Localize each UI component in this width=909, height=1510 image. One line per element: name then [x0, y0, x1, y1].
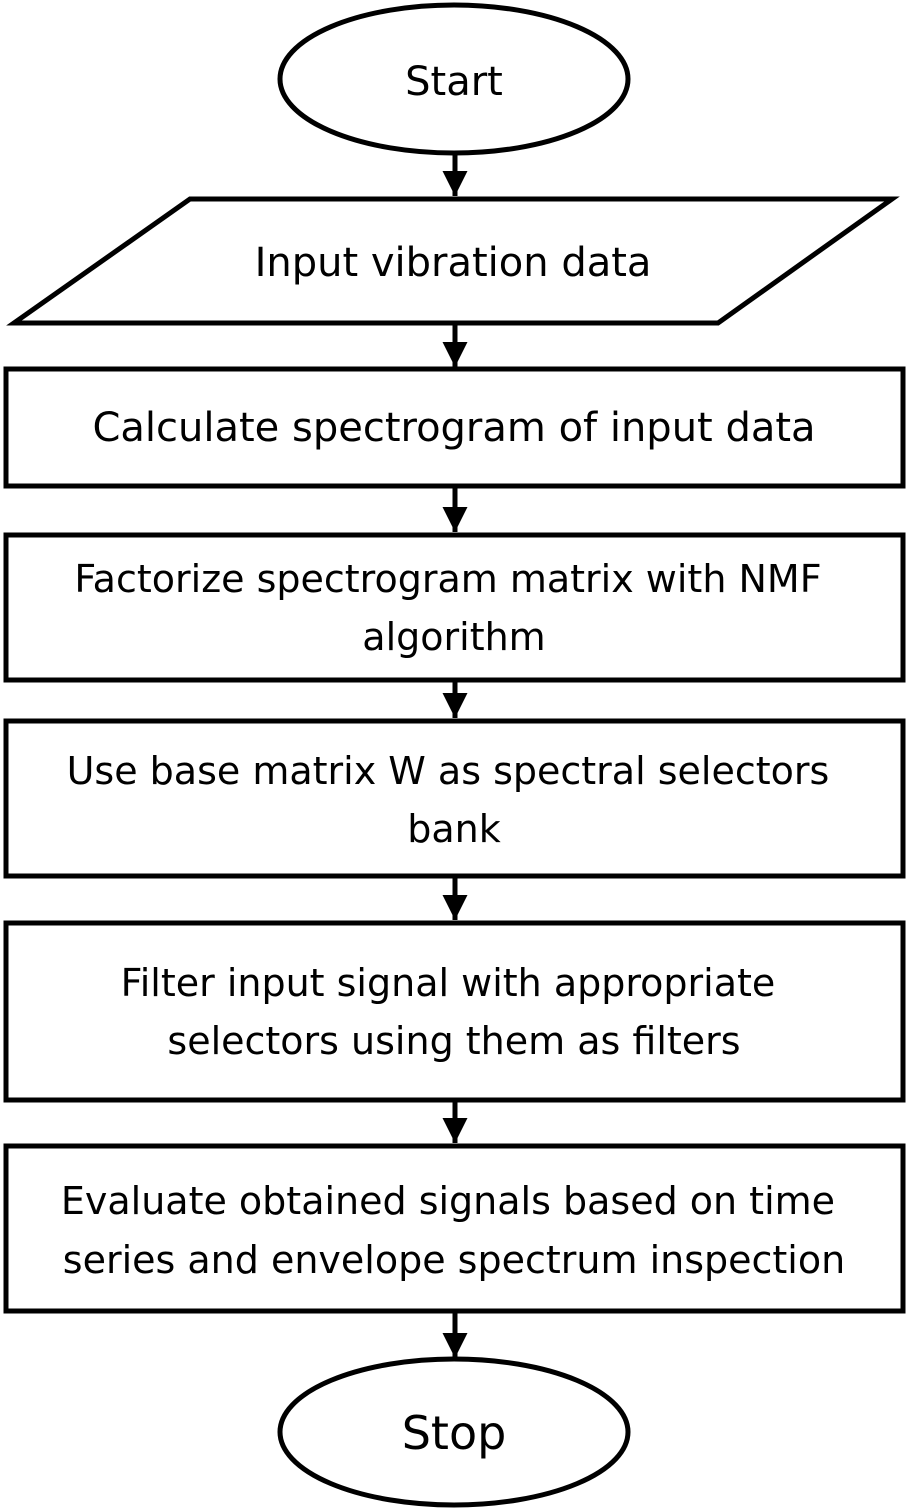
spectrogram-box [3, 366, 906, 489]
filter-label-line-1: Filter input signal with appropriate [121, 961, 776, 1005]
nmf-node: Factorize spectrogram matrix with NMF al… [3, 532, 906, 683]
nmf-box [3, 532, 906, 683]
evaluate-box [3, 1143, 906, 1314]
stop-label: Stop [402, 1406, 507, 1460]
svg-text:Stop: Stop [402, 1406, 507, 1460]
evaluate-label-line-2: series and envelope spectrum inspection [63, 1238, 845, 1282]
svg-text:Start: Start [405, 59, 503, 105]
svg-text:Use base matrix W as spectral: Use base matrix W as spectral selectors … [67, 749, 842, 851]
filter-node: Filter input signal with appropriate sel… [3, 920, 906, 1103]
stop-node: Stop [277, 1356, 631, 1508]
start-node: Start [277, 2, 631, 156]
base-label-line-1: Use base matrix W as spectral selectors [67, 749, 830, 793]
input-parallelogram [6, 196, 900, 326]
base-node: Use base matrix W as spectral selectors … [3, 718, 906, 879]
svg-text:Evaluate obtained signals base: Evaluate obtained signals based on time … [61, 1179, 847, 1282]
spectrogram-node: Calculate spectrogram of input data [3, 366, 906, 489]
base-box [3, 718, 906, 879]
svg-text:Calculate spectrogram of input: Calculate spectrogram of input data [92, 405, 815, 451]
input-node: Input vibration data [6, 196, 900, 326]
svg-text:Factorize spectrogram matrix w: Factorize spectrogram matrix with NMF al… [74, 557, 833, 659]
nmf-label-line-1: Factorize spectrogram matrix with NMF [74, 557, 821, 601]
svg-text:Input vibration data: Input vibration data [255, 240, 652, 286]
stop-ellipse [277, 1356, 631, 1508]
evaluate-node: Evaluate obtained signals based on time … [3, 1143, 906, 1314]
input-label: Input vibration data [255, 240, 652, 286]
nmf-label-line-2: algorithm [362, 615, 545, 659]
svg-text:Filter input signal with appro: Filter input signal with appropriate sel… [121, 961, 788, 1063]
filter-box [3, 920, 906, 1103]
start-ellipse [277, 2, 631, 156]
filter-label-line-2: selectors using them as filters [167, 1019, 740, 1063]
start-label: Start [405, 59, 503, 105]
evaluate-label-line-1: Evaluate obtained signals based on time [61, 1179, 835, 1223]
base-label-line-2: bank [407, 807, 501, 851]
spectrogram-label: Calculate spectrogram of input data [92, 405, 815, 451]
